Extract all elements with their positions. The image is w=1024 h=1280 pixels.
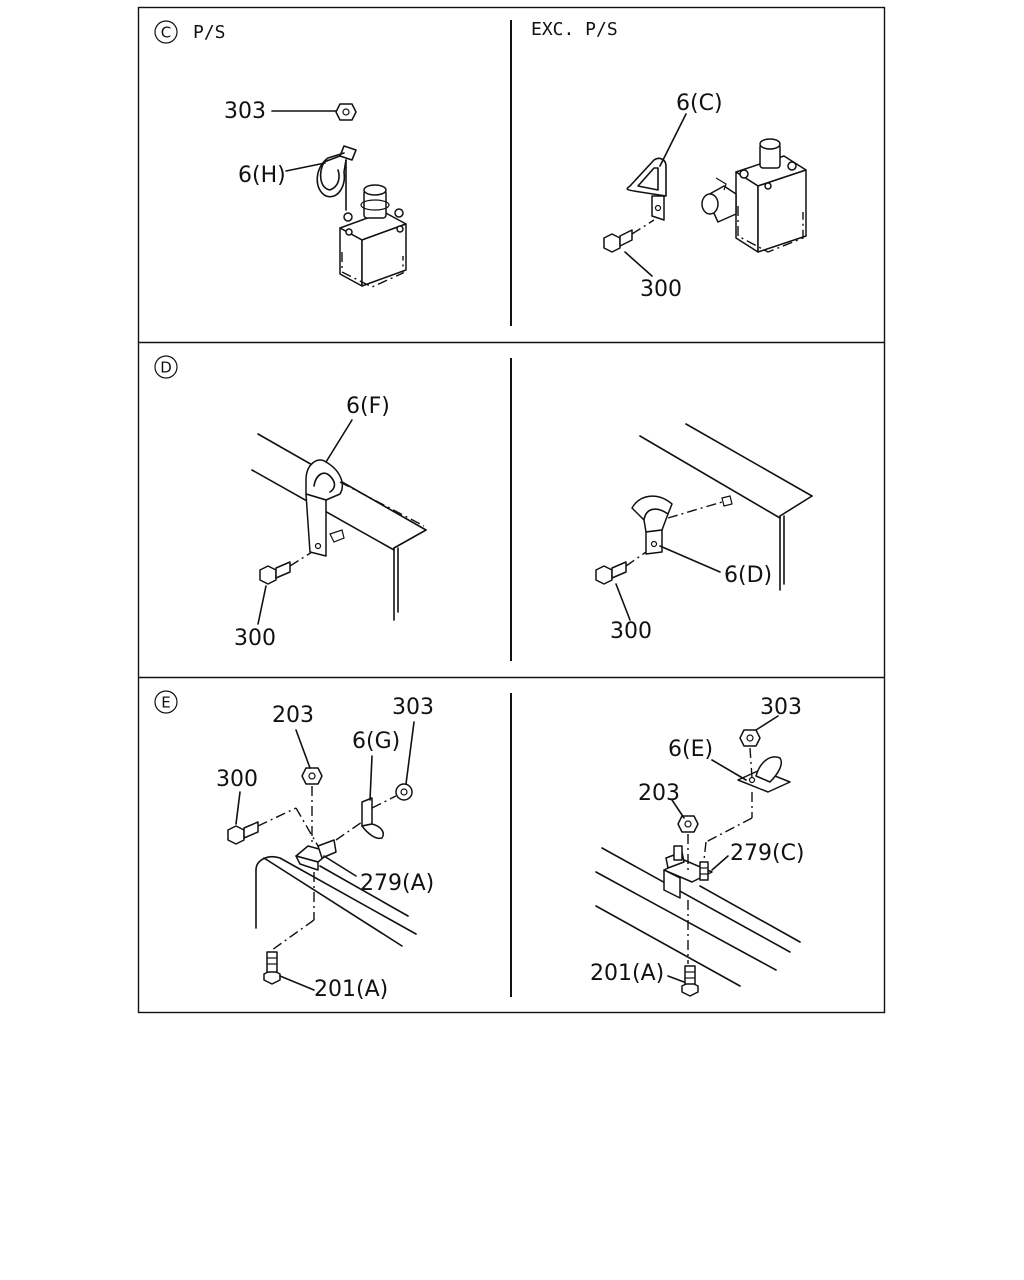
nut-303-e-right <box>739 729 761 747</box>
callout-6h: 6(H) <box>238 163 286 188</box>
callout-6d: 6(D) <box>724 563 772 588</box>
clip-6f <box>305 459 345 557</box>
bolt-300-d-left <box>259 561 291 585</box>
bolt-300-e-left <box>227 821 259 845</box>
nut-303-left <box>335 103 357 121</box>
bolt-201a-e-left <box>263 951 281 985</box>
callout-303-c-left: 303 <box>224 99 266 124</box>
bracket-279c <box>663 845 713 899</box>
frame-rail-e-right <box>595 847 801 987</box>
solenoid-right <box>701 138 807 253</box>
callout-300-d-left: 300 <box>234 626 276 651</box>
clip-6c <box>626 157 667 221</box>
callout-279c: 279(C) <box>730 841 805 866</box>
diagram-frame <box>137 6 886 1014</box>
callout-203-e-left: 203 <box>272 703 314 728</box>
svg-text:D: D <box>160 359 172 377</box>
bracket-279a <box>295 839 337 871</box>
callout-303-e-right: 303 <box>760 695 802 720</box>
nut-303-e-left <box>395 783 413 801</box>
callout-6c: 6(C) <box>676 91 723 116</box>
section-d-marker: D <box>154 355 178 379</box>
exc-ps-header: EXC. P/S <box>531 19 618 40</box>
section-e: E <box>154 690 805 1002</box>
frame-rail-d-right <box>639 423 813 591</box>
clip-6g <box>361 797 384 840</box>
section-c: C P/S EXC. P/S <box>154 19 807 302</box>
section-e-marker: E <box>154 690 178 714</box>
clip-6h <box>316 145 357 211</box>
ps-header: P/S <box>193 22 226 43</box>
svg-text:C: C <box>161 24 171 42</box>
bolt-300-c <box>603 229 633 253</box>
solenoid-left <box>339 184 407 288</box>
clip-6e <box>737 756 791 793</box>
clip-6d <box>631 495 733 555</box>
frame-rail-d-left <box>251 433 427 621</box>
callout-303-e-left: 303 <box>392 695 434 720</box>
callout-6f: 6(F) <box>346 394 390 419</box>
svg-text:E: E <box>161 694 170 712</box>
callout-203-e-right: 203 <box>638 781 680 806</box>
callout-300-d-right: 300 <box>610 619 652 644</box>
callout-201a-e-right: 201(A) <box>590 961 664 986</box>
frame-rail-e-left <box>255 855 417 947</box>
section-c-marker: C <box>154 20 178 44</box>
nut-203-e-left <box>301 767 323 785</box>
bolt-300-d-right <box>595 561 627 585</box>
callout-300-e-left: 300 <box>216 767 258 792</box>
callout-6e: 6(E) <box>668 737 713 762</box>
callout-6g: 6(G) <box>352 729 400 754</box>
callout-300-c-right: 300 <box>640 277 682 302</box>
section-d: D 6(F) 300 <box>154 355 813 651</box>
callout-201a-e-left: 201(A) <box>314 977 388 1002</box>
bolt-201a-e-right <box>681 965 699 997</box>
nut-203-e-right <box>677 815 699 833</box>
callout-279a: 279(A) <box>360 871 434 896</box>
